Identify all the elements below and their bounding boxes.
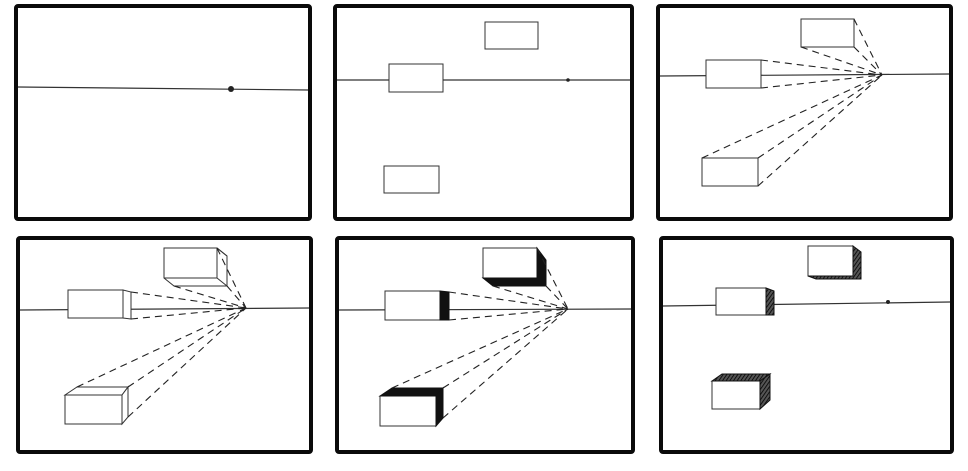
vanishing-point [228,86,234,92]
panel-3-drawing [660,18,949,187]
bottom-rectangle [383,165,440,194]
panel-step-1 [14,4,312,221]
middle-box [384,290,450,321]
middle-rectangle [705,59,762,89]
horizon-line [339,308,631,311]
top-box [807,245,862,280]
panel-5-drawing [339,246,631,428]
middle-box [715,287,775,316]
panel-step-2 [333,4,634,221]
bottom-box [378,386,445,428]
panel-1-drawing [18,86,308,92]
top-rectangle [800,18,855,48]
top-box [163,247,228,287]
middle-rectangle [388,63,444,93]
panel-2-drawing [337,21,630,194]
top-box [481,246,547,287]
panel-step-3 [656,4,953,221]
panel-step-4 [16,236,313,454]
horizon-line [18,86,308,91]
bottom-box [710,373,772,411]
convergence-lines [76,247,247,418]
panel-step-6 [659,236,954,454]
panel-6-drawing [663,245,950,411]
horizon-line [663,301,950,307]
horizon-line [20,307,309,311]
vanishing-point [566,78,570,82]
convergence-lines [391,247,569,419]
bottom-rectangle [701,157,759,187]
vanishing-point [886,300,890,304]
bottom-box [63,385,129,426]
middle-box [67,289,132,320]
horizon-line [660,73,949,77]
top-rectangle [484,21,539,50]
panel-step-5 [335,236,635,454]
panel-4-drawing [20,247,309,426]
convergence-lines [701,18,883,187]
